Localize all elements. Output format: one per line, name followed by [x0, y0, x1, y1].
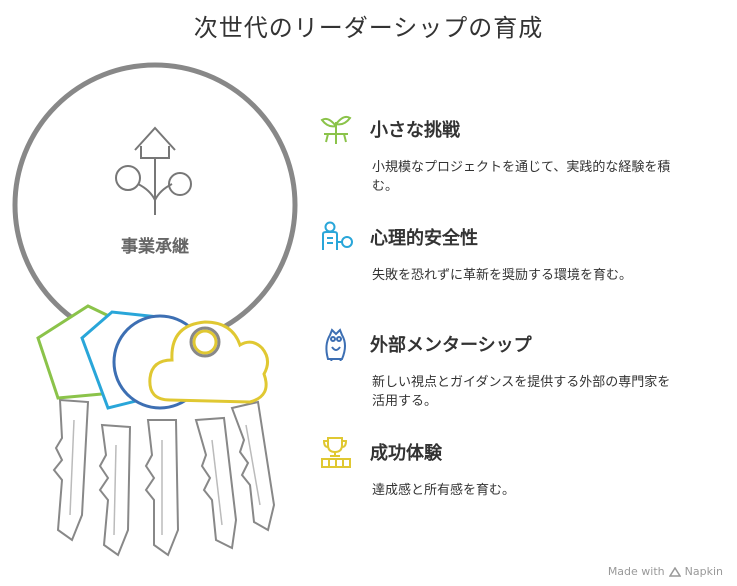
item-heading: 外部メンターシップ	[370, 335, 532, 356]
footer-brand: Napkin	[684, 565, 723, 578]
item-description: 小規模なプロジェクトを通じて、実践的な経験を積む。	[372, 160, 671, 194]
footer-attribution: Made with Napkin	[608, 565, 723, 578]
footer-made-with: Made with	[607, 565, 665, 578]
house-branch-icon	[115, 126, 192, 215]
item-heading: 心理的安全性	[370, 228, 478, 249]
item-small-challenge: 小さな挑戦 小規模なプロジェクトを通じて、実践的な経験を積む。	[318, 112, 678, 196]
trophy-icon	[321, 437, 351, 468]
owl-icon	[325, 328, 346, 361]
sprout-icon	[320, 115, 352, 144]
item-description: 新しい視点とガイダンスを提供する外部の専門家を活用する。	[372, 375, 671, 409]
key-head-yellow	[148, 320, 269, 404]
item-description: 失敗を恐れずに革新を奨励する環境を育む。	[372, 268, 633, 283]
key-blades	[52, 398, 276, 557]
item-psychological-safety: 心理的安全性 失敗を恐れずに革新を奨励する環境を育む。	[318, 220, 678, 285]
core-label: 事業承継	[121, 237, 189, 257]
item-heading: 成功体験	[370, 443, 442, 464]
person-bubble-icon	[322, 221, 353, 250]
item-heading: 小さな挑戦	[370, 120, 460, 141]
item-description: 達成感と所有感を育む。	[372, 483, 516, 498]
page-title: 次世代のリーダーシップの育成	[193, 14, 544, 42]
napkin-logo-icon	[668, 566, 681, 577]
item-success-experience: 成功体験 達成感と所有感を育む。	[318, 435, 678, 500]
item-external-mentorship: 外部メンターシップ 新しい視点とガイダンスを提供する外部の専門家を活用する。	[318, 327, 678, 411]
